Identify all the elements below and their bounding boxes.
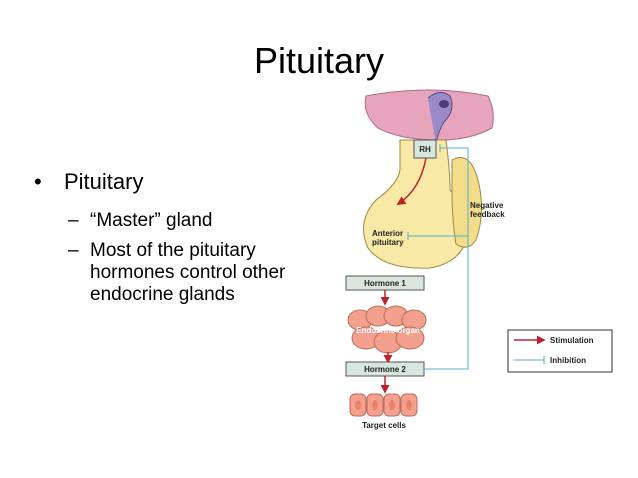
rh-label: RH <box>419 145 431 154</box>
pituitary-feedback-diagram: RH Negative feedback Anterior pituitary … <box>345 89 613 430</box>
neuron-nucleus-shape <box>439 100 449 108</box>
anterior-label-1: Anterior <box>372 229 403 238</box>
hypothalamus-shape <box>364 89 494 141</box>
bullet-dot-icon: • <box>34 169 42 194</box>
inhibition-feedback-lines <box>407 144 469 370</box>
bullet-pituitary: • Pituitary <box>30 168 340 196</box>
rh-box <box>413 139 437 159</box>
anterior-label-2: pituitary <box>372 238 404 247</box>
rh-to-anterior-arrow <box>396 157 427 205</box>
bullet-text: Pituitary <box>64 169 144 194</box>
hormone2-label: Hormone 2 <box>364 365 406 374</box>
sub-bullet-hormones: – Most of the pituitary hormones control… <box>30 240 340 306</box>
dash-icon: – <box>68 240 79 261</box>
target-cells-label: Target cells <box>362 421 406 430</box>
target-cells-shape <box>349 393 418 417</box>
sub-bullet-text: “Master” gland <box>90 210 213 231</box>
negative-feedback-label-1: Negative <box>470 201 504 210</box>
hormone1-label: Hormone 1 <box>364 279 406 288</box>
legend-inhibition-label: Inhibition <box>550 356 586 365</box>
endocrine-organ-label: Endocrine organ <box>356 326 420 335</box>
endocrine-organ-shape <box>347 305 427 354</box>
dash-icon: – <box>68 210 79 231</box>
negative-feedback-label-2: feedback <box>470 210 505 219</box>
sub-bullet-master-gland: – “Master” gland <box>30 210 340 232</box>
sub-bullet-text: Most of the pituitary hormones control o… <box>90 240 286 305</box>
legend-stimulation-label: Stimulation <box>550 336 594 345</box>
slide-title: Pituitary <box>253 40 385 81</box>
legend-box <box>507 329 613 373</box>
posterior-pituitary-shape <box>451 157 482 248</box>
bullet-list: • Pituitary – “Master” gland – Most of t… <box>30 168 340 306</box>
